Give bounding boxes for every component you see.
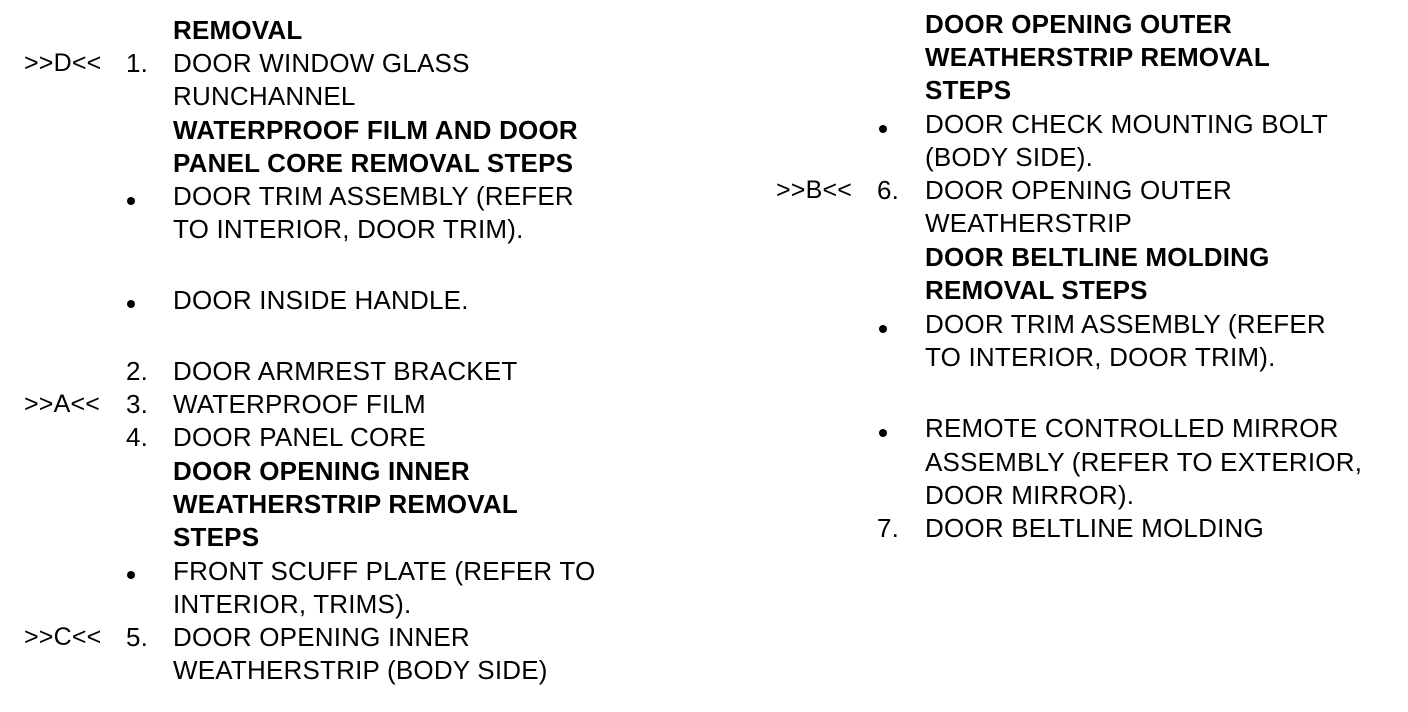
- section-heading: DOOR OPENING INNER: [173, 456, 470, 486]
- section-heading-removal: REMOVAL: [173, 15, 303, 45]
- bullet-text: DOOR TRIM ASSEMBLY (REFER: [173, 181, 574, 211]
- step-text: WATERPROOF FILM: [173, 389, 426, 419]
- section-heading: WATERPROOF FILM AND DOOR: [173, 115, 578, 145]
- bullet-text: TO INTERIOR, DOOR TRIM).: [173, 214, 524, 244]
- step-number: 1.: [126, 48, 149, 78]
- section-heading: WEATHERSTRIP REMOVAL: [173, 489, 518, 519]
- step-text: DOOR BELTLINE MOLDING: [925, 513, 1264, 543]
- procedure-marker-b: >>B<<: [776, 176, 853, 204]
- step-number: 6.: [877, 175, 900, 205]
- section-heading: DOOR BELTLINE MOLDING: [925, 242, 1270, 272]
- step-text: DOOR OPENING INNER: [173, 622, 470, 652]
- procedure-marker-a: >>A<<: [24, 390, 101, 418]
- step-number: 5.: [126, 622, 149, 652]
- step-number: 2.: [126, 356, 149, 386]
- step-text: WEATHERSTRIP (BODY SIDE): [173, 655, 548, 685]
- step-text: RUNCHANNEL: [173, 81, 356, 111]
- bullet-icon: [127, 197, 135, 205]
- bullet-text: REMOTE CONTROLLED MIRROR: [925, 413, 1339, 443]
- bullet-text: DOOR INSIDE HANDLE.: [173, 285, 469, 315]
- step-text: DOOR WINDOW GLASS: [173, 48, 470, 78]
- step-text: WEATHERSTRIP: [925, 208, 1133, 238]
- bullet-icon: [879, 325, 887, 333]
- bullet-text: DOOR MIRROR).: [925, 480, 1135, 510]
- procedure-marker-d: >>D<<: [24, 49, 102, 77]
- bullet-text: INTERIOR, TRIMS).: [173, 589, 412, 619]
- bullet-text: TO INTERIOR, DOOR TRIM).: [925, 342, 1276, 372]
- bullet-text: (BODY SIDE).: [925, 142, 1094, 172]
- section-heading: STEPS: [173, 522, 260, 552]
- section-heading: DOOR OPENING OUTER: [925, 9, 1232, 39]
- bullet-text: ASSEMBLY (REFER TO EXTERIOR,: [925, 447, 1363, 477]
- section-heading: WEATHERSTRIP REMOVAL: [925, 42, 1270, 72]
- step-text: DOOR ARMREST BRACKET: [173, 356, 518, 386]
- section-heading: STEPS: [925, 75, 1012, 105]
- step-text: DOOR OPENING OUTER: [925, 175, 1232, 205]
- step-number: 4.: [126, 422, 149, 452]
- section-heading: REMOVAL STEPS: [925, 275, 1148, 305]
- procedure-marker-c: >>C<<: [24, 623, 102, 651]
- bullet-text: FRONT SCUFF PLATE (REFER TO: [173, 556, 596, 586]
- bullet-text: DOOR TRIM ASSEMBLY (REFER: [925, 309, 1326, 339]
- bullet-icon: [127, 300, 135, 308]
- step-text: DOOR PANEL CORE: [173, 422, 426, 452]
- bullet-icon: [127, 571, 135, 579]
- step-number: 7.: [877, 513, 900, 543]
- bullet-icon: [879, 429, 887, 437]
- bullet-icon: [879, 125, 887, 133]
- bullet-text: DOOR CHECK MOUNTING BOLT: [925, 109, 1329, 139]
- step-number: 3.: [126, 389, 149, 419]
- section-heading: PANEL CORE REMOVAL STEPS: [173, 148, 574, 178]
